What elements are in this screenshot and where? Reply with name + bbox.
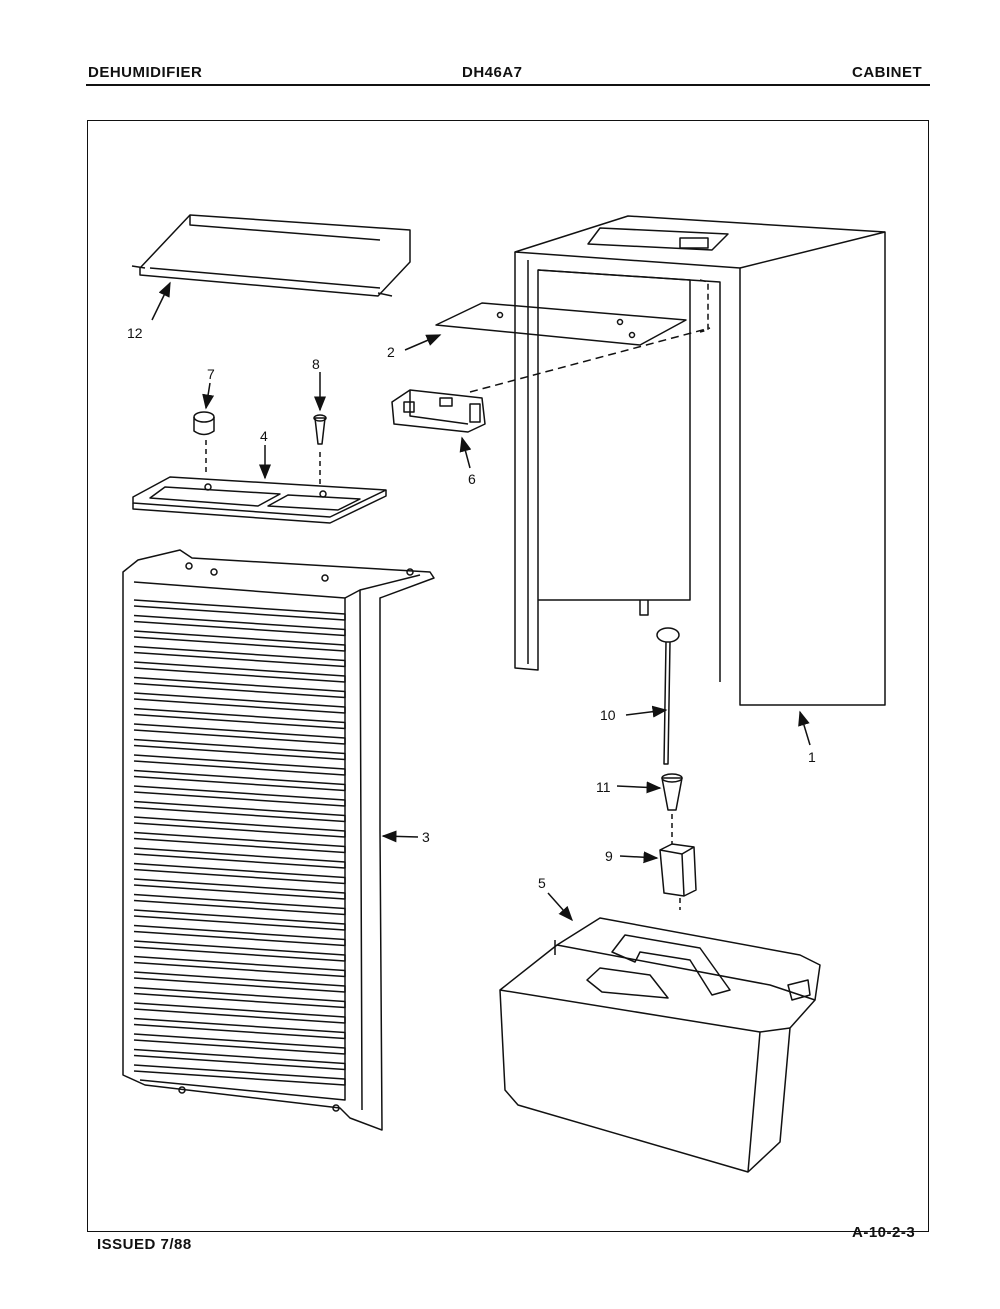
grille-slat [133,862,346,885]
diagram-frame [87,120,929,1232]
callout-9: 9 [605,848,613,864]
grille-slat [133,738,346,761]
part-2-control-plate [435,302,687,346]
grille-slat [133,769,346,792]
issued-date: ISSUED 7/88 [97,1236,192,1253]
grille-slat [133,878,346,900]
part-6-dashed-leader [469,327,711,393]
part-12-top-trim [131,214,411,297]
grille-slat [133,924,346,947]
header-left-title: DEHUMIDIFIER [88,64,203,81]
callout-arrows [151,281,811,922]
callout-1: 1 [808,749,816,765]
part-4-control-panel [132,476,387,524]
callout-4: 4 [260,428,268,444]
grille-slat [133,1002,346,1024]
arrow-3 [381,830,419,843]
part-1-cabinet-shell [514,215,886,706]
arrow-12 [151,281,171,321]
callout-5: 5 [538,875,546,891]
page-code: A-10-2-3 [852,1224,916,1241]
part-8-pin [313,414,327,445]
part-5-water-bucket [499,917,821,1173]
grille-slat [133,1017,346,1040]
header-section-title: CABINET [852,64,923,81]
header-rule [86,84,930,86]
grille-slat [133,1048,346,1071]
grille-slat [133,692,346,714]
grille-slat [133,831,346,854]
grille-slat [133,661,346,683]
part-3-grille-slats [133,599,346,1086]
part-9-float [659,843,697,897]
arrow-1 [798,710,811,746]
arrow-2 [404,334,442,351]
callout-2: 2 [387,344,395,360]
callout-3: 3 [422,829,430,845]
grille-slat [133,599,346,621]
arrow-7 [202,382,215,410]
callout-7: 7 [207,366,215,382]
grille-slat [133,955,346,978]
header-model-number: DH46A7 [462,64,523,81]
part-6-control-switch [391,389,486,433]
grille-slat [133,1064,346,1086]
arrow-10 [625,705,668,718]
callout-8: 8 [312,356,320,372]
part-1-hidden-edge [699,279,709,333]
callout-12: 12 [127,325,143,341]
part-7-knob [193,411,215,436]
part-3-front-grille [122,549,435,1131]
grille-slat [133,1033,346,1055]
grille-slat [133,723,346,745]
callout-10: 10 [600,707,616,723]
grille-slat [133,971,346,993]
grille-slat [133,676,346,699]
grille-slat [133,645,346,668]
grille-slat [133,940,346,962]
part-10-float-rod [656,627,680,765]
arrow-11 [616,781,662,794]
arrow-5 [547,892,573,922]
callout-6: 6 [468,471,476,487]
arrow-9 [619,851,659,864]
grille-slat [133,816,346,838]
grille-slat [133,800,346,823]
callout-11: 11 [596,779,611,795]
grille-slat [133,986,346,1009]
grille-slat [133,754,346,776]
grille-slat [133,893,346,916]
part-11-float-guide [661,773,683,811]
grille-slat [133,614,346,637]
grille-slat [133,847,346,869]
arrow-6 [459,436,472,469]
grille-slat [133,909,346,931]
grille-slat [133,630,346,652]
grille-slat [133,707,346,730]
grille-slat [133,785,346,807]
